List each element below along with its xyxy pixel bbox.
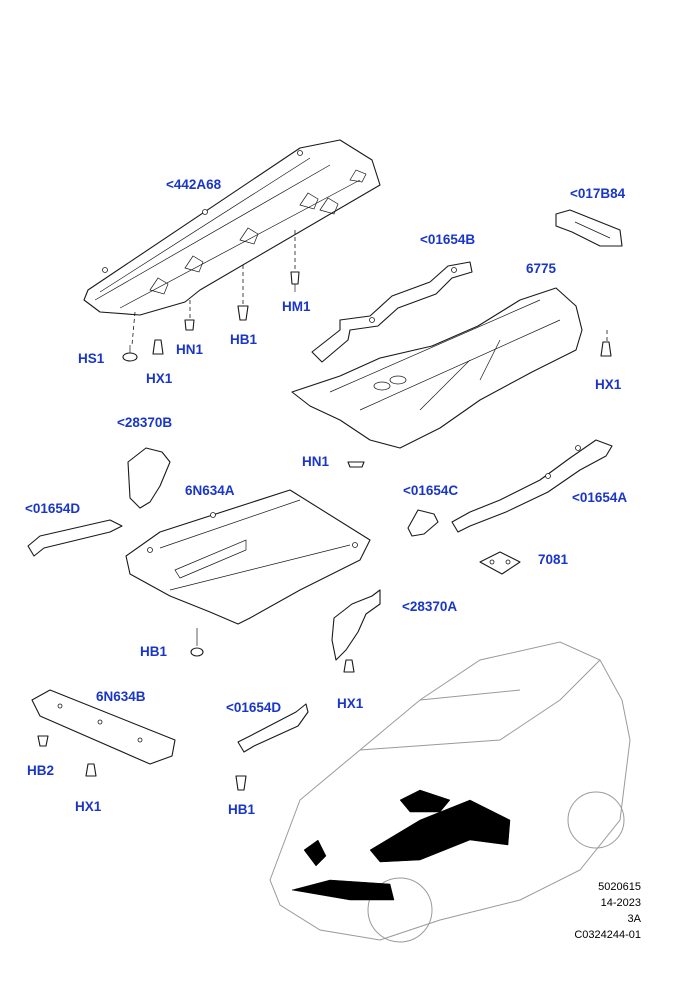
vehicle-outline: [269, 641, 631, 943]
callout-442A68: <442A68: [166, 177, 222, 192]
underbody-shield-part-6N634A: [125, 489, 371, 625]
callout-HX1-right: HX1: [595, 377, 622, 392]
callout-7081: 7081: [538, 552, 569, 567]
callout-HN1-mid: HN1: [302, 454, 330, 469]
callout-01654D-bottom: <01654D: [226, 700, 282, 715]
reference-block: 5020615 14-2023 3A C0324244-01: [574, 880, 641, 944]
callout-01654C: <01654C: [403, 483, 459, 498]
bracket-part-28370B: [127, 447, 171, 509]
callout-6N634A: 6N634A: [185, 483, 235, 498]
callout-HS1: HS1: [78, 351, 105, 366]
reference-line-3: 3A: [627, 912, 641, 925]
fastener-HB2: [37, 735, 49, 747]
fastener-HB1-mid: [190, 628, 204, 657]
bracket-part-28370A: [331, 589, 381, 661]
rail-part-01654B: [311, 261, 473, 363]
bracket-part-017B84: [555, 209, 623, 247]
callout-6775: 6775: [526, 261, 557, 276]
trim-part-6N634B: [31, 689, 176, 765]
callout-HB2: HB2: [27, 763, 55, 778]
fastener-HS1: [122, 345, 138, 362]
fastener-HX1-mid: [343, 659, 355, 673]
callout-HX1-mid: HX1: [337, 696, 364, 711]
bracket-part-01654C: [407, 509, 439, 537]
plate-part-7081: [479, 551, 521, 575]
callout-HB1-top: HB1: [230, 332, 258, 347]
fastener-HX1-bottom: [85, 763, 97, 777]
callout-01654B: <01654B: [420, 232, 476, 247]
reference-line-4: C0324244-01: [574, 928, 641, 941]
fastener-HX1-top: [152, 339, 164, 355]
undertray-part-442A68: [83, 139, 381, 346]
callout-HB1-mid: HB1: [140, 644, 168, 659]
callout-HX1-bottom: HX1: [75, 799, 102, 814]
callout-01654A: <01654A: [572, 490, 628, 505]
callout-01654D-left: <01654D: [25, 501, 81, 516]
fastener-HM1-top: [290, 271, 300, 292]
fastener-HB1-top: [237, 305, 249, 321]
callout-HX1-top: HX1: [146, 371, 173, 386]
callout-017B84: <017B84: [570, 186, 626, 201]
callout-28370B: <28370B: [117, 415, 173, 430]
rail-part-01654D-left: [27, 519, 123, 557]
rail-part-01654D-bottom: [237, 703, 309, 753]
callout-28370A: <28370A: [402, 599, 458, 614]
callout-6N634B: 6N634B: [96, 689, 146, 704]
callout-HN1-top: HN1: [176, 342, 204, 357]
callout-HM1-top: HM1: [282, 299, 311, 314]
reference-line-2: 14-2023: [600, 896, 641, 909]
reference-line-1: 5020615: [598, 881, 641, 893]
highlighted-underbody-parts: [291, 789, 511, 901]
fastener-HN1-mid: [347, 461, 365, 468]
fastener-HX1-right: [600, 330, 612, 357]
fastener-HN1-top: [184, 319, 195, 331]
callout-HB1-bottom: HB1: [228, 802, 256, 817]
fastener-HB1-bottom: [235, 775, 247, 791]
heat-shield-part-6775: [291, 287, 583, 449]
rail-part-01654A: [451, 439, 613, 533]
